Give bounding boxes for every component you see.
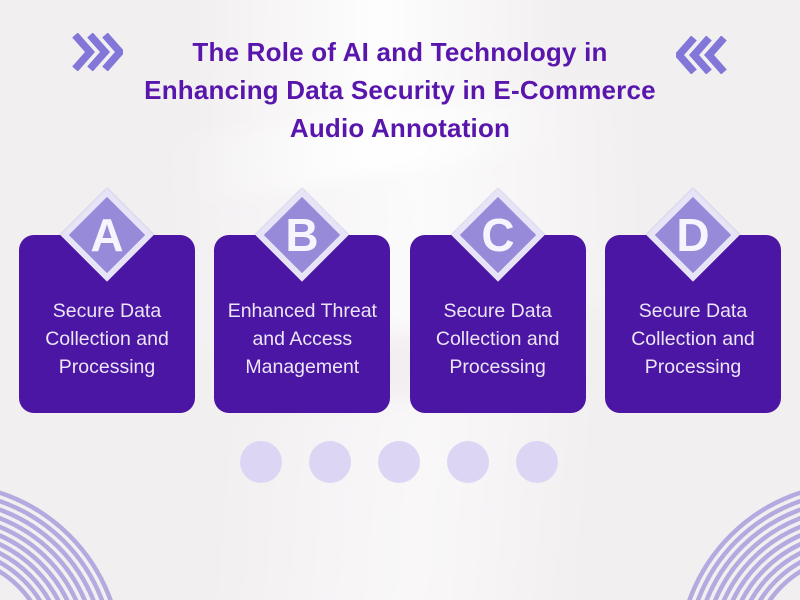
step-card-d: D Secure Data Collection and Processing bbox=[604, 188, 781, 413]
concentric-rings-right-icon bbox=[687, 490, 800, 600]
step-card-label-line: Processing bbox=[644, 356, 742, 378]
step-card-label-line: Processing bbox=[449, 356, 546, 378]
page-title: The Role of AI and Technology in Enhanci… bbox=[40, 33, 760, 147]
step-card-label-line: Management bbox=[245, 356, 360, 378]
step-card-label: Secure Data Collection and Processing bbox=[25, 297, 189, 381]
step-cards-row: A Secure Data Collection and Processing … bbox=[19, 188, 781, 413]
step-card-label: Secure Data Collection and Processing bbox=[416, 297, 580, 381]
step-card-label-line: Collection and bbox=[45, 328, 169, 350]
carousel-dot[interactable] bbox=[516, 441, 558, 483]
step-letter: C bbox=[481, 209, 515, 261]
triple-chevron-right-icon bbox=[72, 33, 123, 71]
step-letter-badge: D bbox=[646, 188, 740, 282]
step-card-label: Enhanced Threat and Access Management bbox=[220, 297, 384, 381]
concentric-rings-left-icon bbox=[0, 490, 113, 600]
triple-chevron-left-icon bbox=[676, 36, 727, 74]
step-letter-badge: C bbox=[450, 188, 545, 282]
step-card-label-line: Secure Data bbox=[638, 300, 748, 322]
step-card-label-line: Secure Data bbox=[52, 300, 162, 322]
step-card-label-line: Processing bbox=[58, 356, 156, 378]
carousel-dots bbox=[240, 441, 558, 483]
carousel-dot[interactable] bbox=[447, 441, 489, 483]
page-title-line: Audio Annotation bbox=[289, 113, 511, 143]
step-card-label-line: Secure Data bbox=[443, 300, 552, 322]
carousel-dot[interactable] bbox=[378, 441, 420, 483]
step-letter-badge: A bbox=[60, 188, 154, 282]
page-title-line: The Role of AI and Technology in bbox=[192, 37, 608, 67]
step-letter: B bbox=[285, 209, 319, 261]
carousel-dot[interactable] bbox=[309, 441, 351, 483]
step-card-label-line: Collection and bbox=[435, 328, 560, 350]
step-letter: D bbox=[676, 209, 710, 261]
step-card-label-line: Enhanced Threat bbox=[227, 300, 377, 322]
carousel-dot[interactable] bbox=[240, 441, 282, 483]
step-card-c: C Secure Data Collection and Processing bbox=[409, 188, 586, 413]
page-title-line: Enhancing Data Security in E-Commerce bbox=[144, 75, 656, 105]
step-card-b: B Enhanced Threat and Access Management bbox=[214, 188, 391, 413]
step-letter-badge: B bbox=[255, 188, 349, 282]
step-card-label-line: and Access bbox=[252, 328, 353, 350]
step-card-label-line: Collection and bbox=[631, 328, 755, 350]
step-card-label: Secure Data Collection and Processing bbox=[611, 297, 775, 381]
step-letter: A bbox=[90, 209, 124, 261]
step-card-a: A Secure Data Collection and Processing bbox=[19, 188, 195, 413]
